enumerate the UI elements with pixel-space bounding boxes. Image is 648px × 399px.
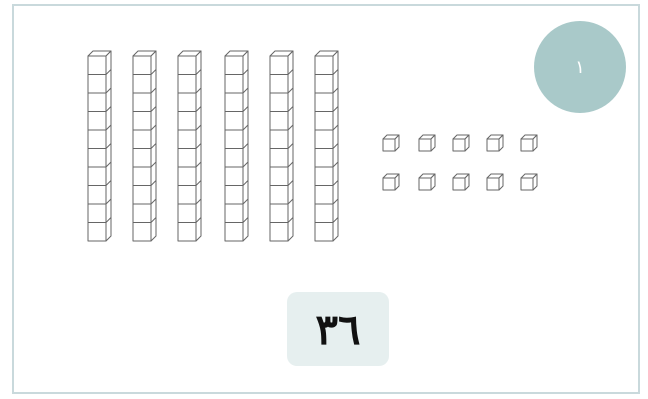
answer-box: ٣٦ (287, 292, 389, 366)
unit-cube (383, 135, 399, 151)
unit-cube (521, 174, 537, 190)
tens-rod (225, 51, 248, 241)
question-number-badge: ١ (534, 21, 626, 113)
tens-rods (88, 51, 338, 241)
tens-rod (270, 51, 293, 241)
unit-cube (521, 135, 537, 151)
unit-cube (383, 174, 399, 190)
unit-cube (419, 174, 435, 190)
answer-value: ٣٦ (315, 305, 360, 354)
unit-cube (487, 174, 503, 190)
tens-rod (88, 51, 111, 241)
tens-rod (178, 51, 201, 241)
unit-cube (487, 135, 503, 151)
unit-cube (419, 135, 435, 151)
unit-cube (453, 174, 469, 190)
ones-cubes (383, 135, 537, 190)
unit-cube (453, 135, 469, 151)
question-number: ١ (575, 57, 585, 78)
tens-rod (315, 51, 338, 241)
tens-rod (133, 51, 156, 241)
